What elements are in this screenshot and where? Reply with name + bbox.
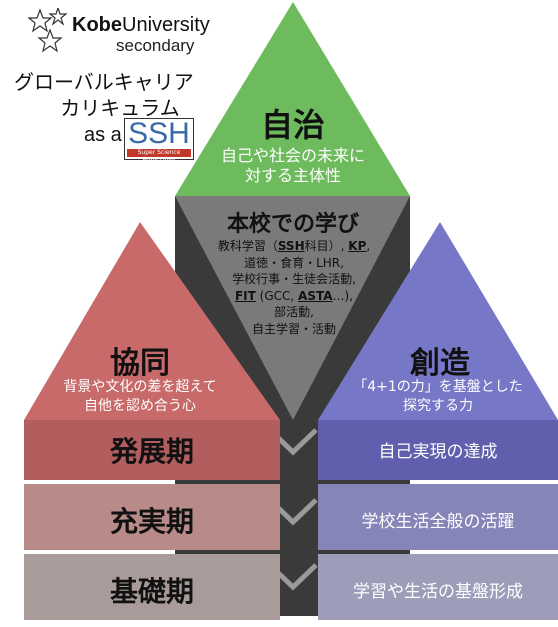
center-line-3: 学校行事・生徒会活動, xyxy=(232,272,356,286)
center-title: 本校での学び xyxy=(226,212,359,237)
right-title: 創造 xyxy=(410,346,470,381)
caption-as-a: as a xyxy=(84,124,122,146)
ssh-logo: SSH Super Science Highschool xyxy=(124,117,194,164)
brand-bold: Kobe xyxy=(72,14,122,36)
right-stage-band-1 xyxy=(318,420,558,480)
right-triangle xyxy=(318,222,558,420)
left-desc-1: 背景や文化の差を超えて xyxy=(63,379,217,395)
top-title: 自治 xyxy=(260,106,325,144)
center-line-4: FIT (GCC, ASTA…), xyxy=(234,288,354,303)
right-stage-band-3 xyxy=(318,554,558,620)
top-triangle xyxy=(175,2,410,196)
stars-logo-icon xyxy=(28,8,68,53)
right-stage-band-2 xyxy=(318,484,558,550)
brand-rest: University xyxy=(122,14,210,36)
stage-right-2: 学校生活全般の活躍 xyxy=(361,512,515,532)
top-desc-2: 対する主体性 xyxy=(244,166,341,185)
left-stage-band-2 xyxy=(24,484,280,550)
brand-logo: KobeUniversity secondary xyxy=(72,14,210,55)
top-desc-1: 自己や社会の未来に xyxy=(220,146,365,165)
caption-line-2: カリキュラム xyxy=(60,96,180,120)
ssh-subtext: Super Science Highschool xyxy=(127,149,191,164)
center-line-1: 教科学習（SSH科目）, KP, xyxy=(217,239,371,253)
brand-sub: secondary xyxy=(116,36,195,55)
stage-left-3: 基礎期 xyxy=(109,575,194,608)
stage-right-1: 自己実現の達成 xyxy=(378,442,498,462)
right-desc-1: 「4+1の力」を基盤とした xyxy=(353,379,523,395)
ssh-text: SSH xyxy=(128,117,190,150)
center-list: 教科学習（SSH科目）, KP, 道徳・食育・LHR, 学校行事・生徒会活動, … xyxy=(183,238,405,337)
center-line-6: 自主学習・活動 xyxy=(251,321,336,336)
left-stage-band-3 xyxy=(24,554,280,620)
right-desc-2: 探究する力 xyxy=(403,398,473,414)
stage-left-1: 発展期 xyxy=(109,435,194,468)
caption-line-1: グローバルキャリア xyxy=(14,70,194,94)
left-title: 協同 xyxy=(110,346,170,381)
left-triangle xyxy=(24,222,280,420)
center-line-5: 部活動, xyxy=(274,305,314,319)
stage-right-3: 学習や生活の基盤形成 xyxy=(353,582,523,602)
left-stage-band-1 xyxy=(24,420,280,480)
stage-left-2: 充実期 xyxy=(109,505,194,538)
center-triangle xyxy=(175,196,410,420)
left-desc-2: 自他を認め合う心 xyxy=(84,398,196,414)
center-line-2: 道徳・食育・LHR, xyxy=(244,255,344,270)
